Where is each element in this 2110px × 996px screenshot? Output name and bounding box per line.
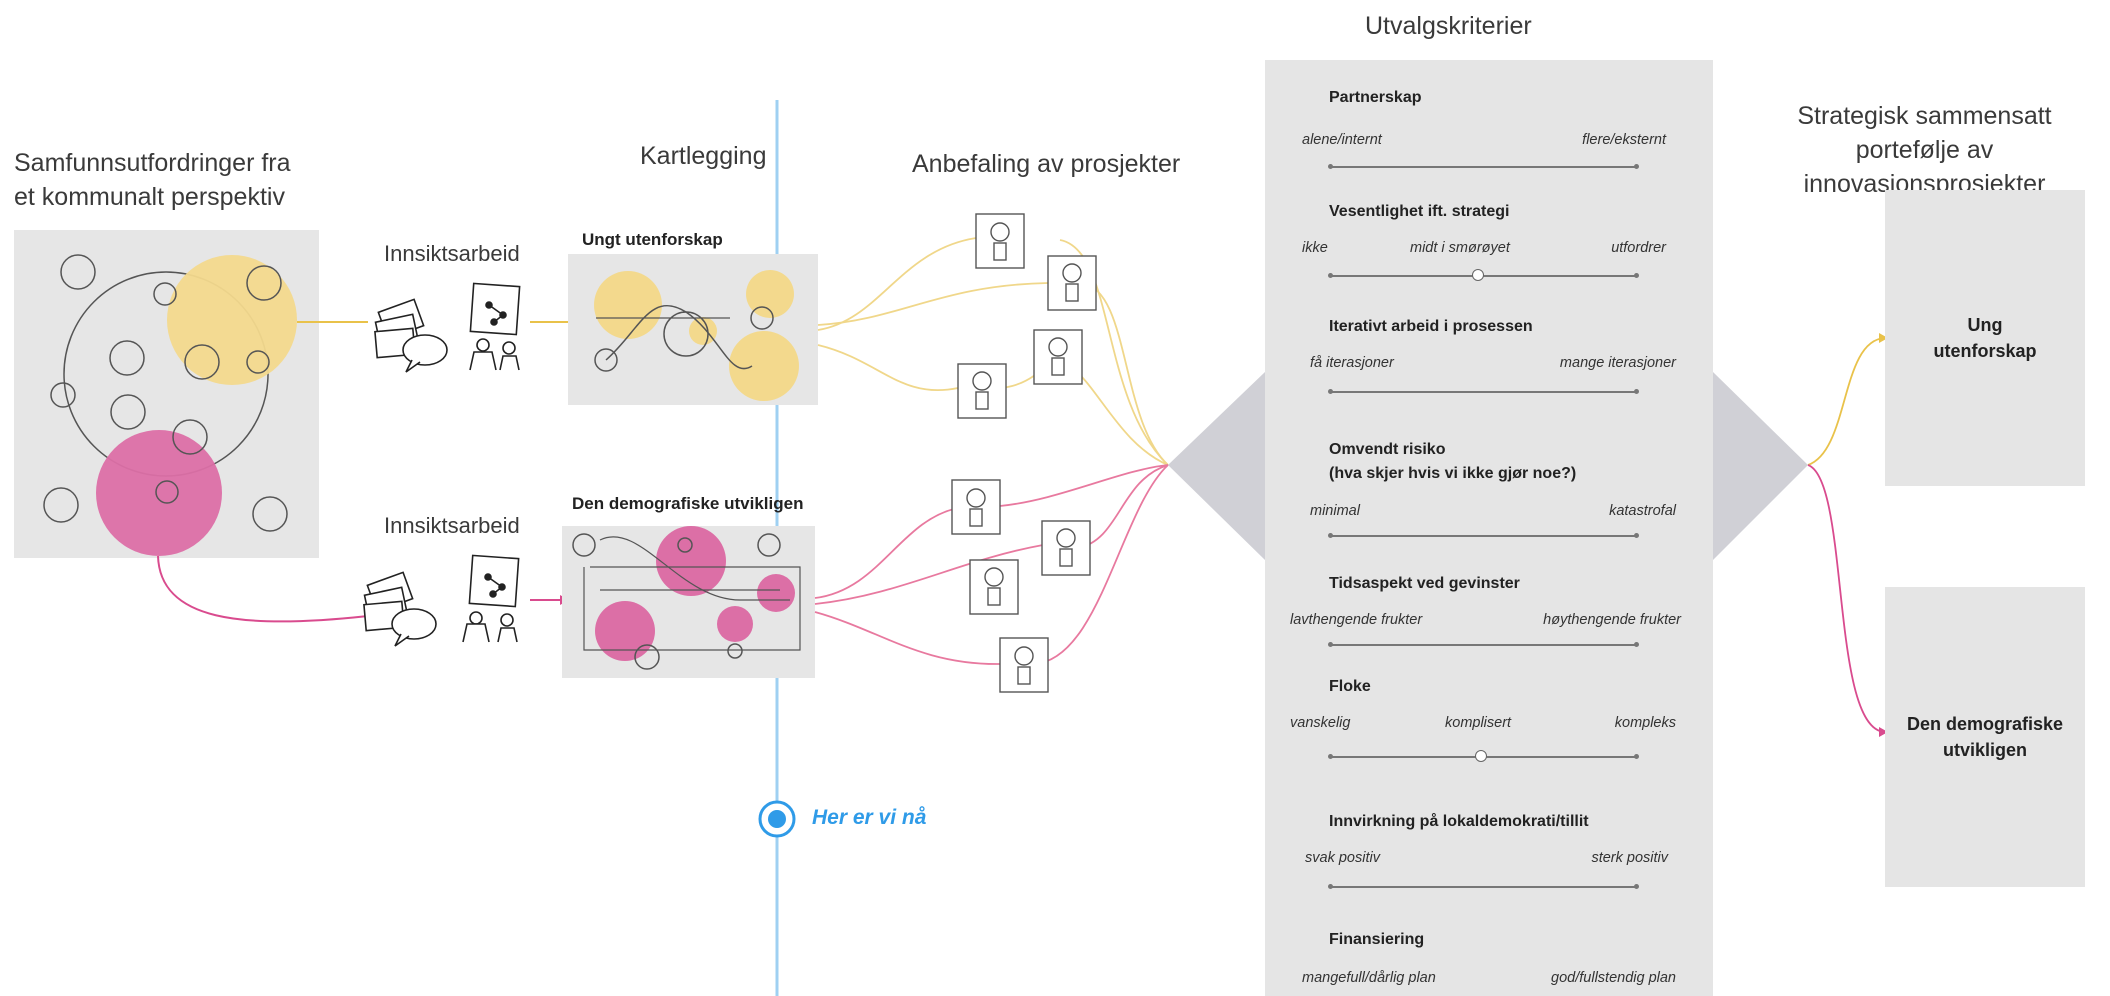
criterion-label-right: utfordrer [1611,240,1666,256]
insight-illustration-bottom [363,554,520,647]
criterion-label-left: minimal [1310,503,1360,519]
funnel-arrow-right [1713,372,1808,560]
here-marker-dot [768,810,786,828]
criterion-scale [1328,269,1639,281]
criterion-title: Floke [1329,678,1371,695]
insight-label-top: Innsiktsarbeid [384,241,520,266]
criterion-title: Iterativt arbeid i prosessen [1329,318,1533,335]
criterion-label-middle: midt i smørøyet [1410,240,1510,256]
criterion-title: Tidsaspekt ved gevinster [1329,575,1520,592]
criterion-scale [1328,389,1639,394]
criterion-scale [1328,642,1639,647]
criterion-marker [1472,269,1484,281]
criterion-title: Partnerskap [1329,89,1422,106]
criterion-label-right: sterk positiv [1591,850,1668,866]
portfolio-box-ung-utenforskap: Ung utenforskap [1885,190,2085,486]
criterion-label-right: katastrofal [1609,503,1676,519]
criterion-label-right: flere/eksternt [1582,132,1666,148]
criterion-title: Innvirkning på lokaldemokrati/tillit [1329,813,1589,830]
portfolio-box-line2: utvikligen [1942,740,2027,760]
mapping-heading: Kartlegging [640,142,767,170]
yellow-blob [167,255,297,385]
portfolio-heading: Strategisk sammensatt portefølje av inno… [1797,102,2052,198]
criterion-label-right: mange iterasjoner [1559,355,1676,371]
criterion-label-left: mangefull/dårlig plan [1302,970,1436,986]
funnel-arrow-left [1168,372,1265,560]
criterion-label-left: vanskelig [1290,715,1351,731]
criterion-label-right: kompleks [1614,715,1676,731]
pink-blob [96,430,222,556]
criterion-label-right: god/fullstendig plan [1551,970,1676,986]
mapping-box-title-2: Den demografiske utvikligen [572,494,804,513]
portfolio-box-line2: utenforskap [1933,341,2037,361]
criterion-scale [1328,164,1639,169]
criteria-heading: Utvalgskriterier [1365,12,1532,40]
criteria-panel: Partnerskap alene/internt flere/eksternt… [1265,60,1713,996]
criterion-label-left: ikke [1302,240,1328,256]
recommendation-heading: Anbefaling av prosjekter [912,150,1181,178]
criterion-title: Vesentlighet ift. strategi [1329,203,1510,220]
mapping-box-title-1: Ungt utenforskap [582,230,723,249]
insight-illustration-top [374,282,521,373]
criterion-label-left: alene/internt [1302,132,1382,148]
criterion-label-left: svak positiv [1305,850,1380,866]
criterion-label-right: høythengende frukter [1543,612,1681,628]
criterion-title: Omvendt risiko [1329,441,1446,458]
criterion-marker [1475,750,1487,762]
portfolio-box-line1: Den demografiske [1906,713,2064,734]
portfolio-box-line1: Ung [1967,314,2003,335]
criterion-scale [1328,884,1639,889]
criterion-label-left: lavthengende frukter [1290,612,1423,628]
criterion-title: Finansiering [1329,931,1425,948]
challenges-heading: Samfunnsutfordringer fra et kommunalt pe… [14,149,291,211]
portfolio-box-demografi: Den demografiske utvikligen [1885,587,2085,887]
insight-label-bottom: Innsiktsarbeid [384,513,520,538]
project-cards [951,213,1097,693]
criterion-label-middle: komplisert [1445,715,1512,731]
criterion-scale [1328,533,1639,538]
criterion-scale [1328,750,1639,762]
here-marker-label: Her er vi nå [812,806,927,829]
criterion-label-left: få iterasjoner [1310,355,1394,371]
criterion-subtitle: (hva skjer hvis vi ikke gjør noe?) [1329,465,1577,482]
